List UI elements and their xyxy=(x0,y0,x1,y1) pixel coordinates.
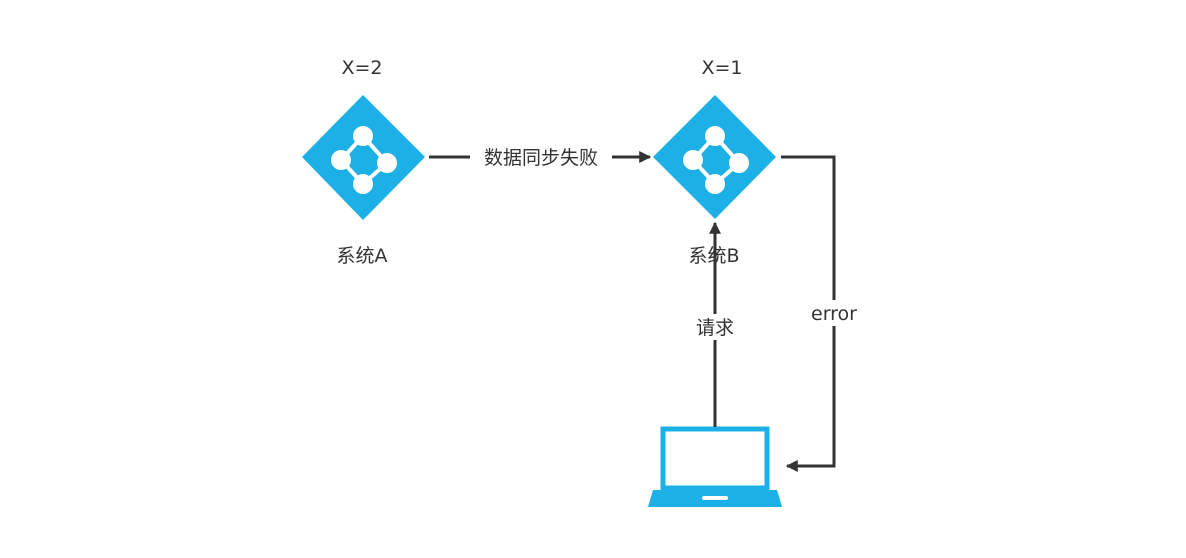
error-edge: error xyxy=(781,155,862,472)
system-a-diamond xyxy=(302,95,425,220)
sync-edge-label: 数据同步失败 xyxy=(484,147,598,169)
system-a-value-label: X=2 xyxy=(341,57,382,79)
laptop-icon xyxy=(648,426,782,507)
error-edge-label: error xyxy=(811,303,857,325)
system-b-value-label: X=1 xyxy=(701,57,742,79)
system-b-diamond xyxy=(653,95,776,219)
system-b-node: X=1 系统B xyxy=(653,57,776,267)
error-edge-label-bg xyxy=(806,300,862,326)
request-edge-label-bg xyxy=(690,314,740,340)
system-a-name-label: 系统A xyxy=(337,245,388,267)
network-icon xyxy=(683,126,749,194)
request-edge-label: 请求 xyxy=(696,317,734,339)
request-edge: 请求 xyxy=(690,221,740,427)
sync-edge-label-bg xyxy=(470,144,612,170)
system-a-node: X=2 系统A xyxy=(302,57,425,267)
laptop-screen xyxy=(660,426,770,491)
laptop-trackpad xyxy=(702,496,728,500)
network-icon xyxy=(331,126,397,194)
sync-edge: 数据同步失败 xyxy=(429,144,652,170)
